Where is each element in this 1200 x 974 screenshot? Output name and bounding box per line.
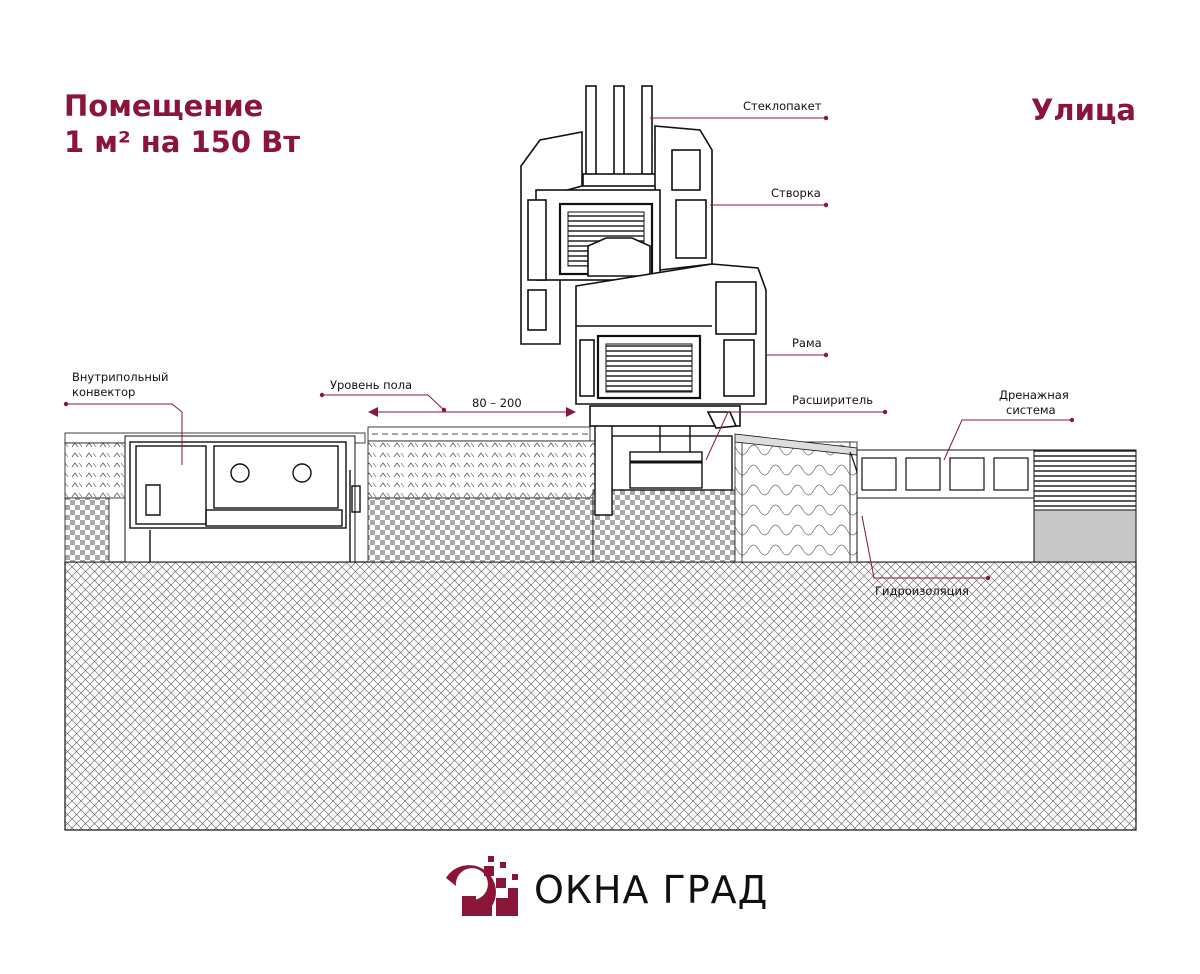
floor-zone [367,426,736,563]
frame-profile [575,263,767,429]
convector-device [129,441,361,562]
room-heading-title: Помещение [64,89,264,123]
callout-lines [66,117,1072,579]
label-dimension: 80 – 200 [472,396,522,410]
label-frame: Рама [792,336,822,350]
convector-zone [64,432,366,563]
label-drainage-line2: система [1006,403,1056,417]
label-convector-line1: Внутрипольный [72,370,168,384]
label-glass-unit: Стеклопакет [743,99,822,113]
dimension-arrows [368,407,576,417]
room-heading-power: 1 м² на 150 Вт [64,125,301,159]
expander-block [594,424,733,516]
label-sash: Створка [771,186,821,200]
brand-logo-icon [446,856,518,916]
brand-name: ОКНА ГРАД [534,868,769,912]
drainage-system [856,449,1137,563]
label-floor-level: Уровень пола [330,378,412,392]
glass-unit [582,85,659,187]
window-profile [520,85,767,429]
label-drainage-line1: Дренажная [999,388,1069,402]
label-convector-line2: конвектор [72,385,135,399]
callout-dots [63,115,1075,581]
sash-profile [520,125,713,345]
label-expander: Расширитель [792,393,873,407]
street-heading: Улица [1031,93,1136,127]
base-slab [64,561,1137,831]
room-heading: Помещение 1 м² на 150 Вт [64,88,300,160]
label-waterproofing: Гидроизоляция [875,584,969,598]
insulation-zone [734,433,865,563]
